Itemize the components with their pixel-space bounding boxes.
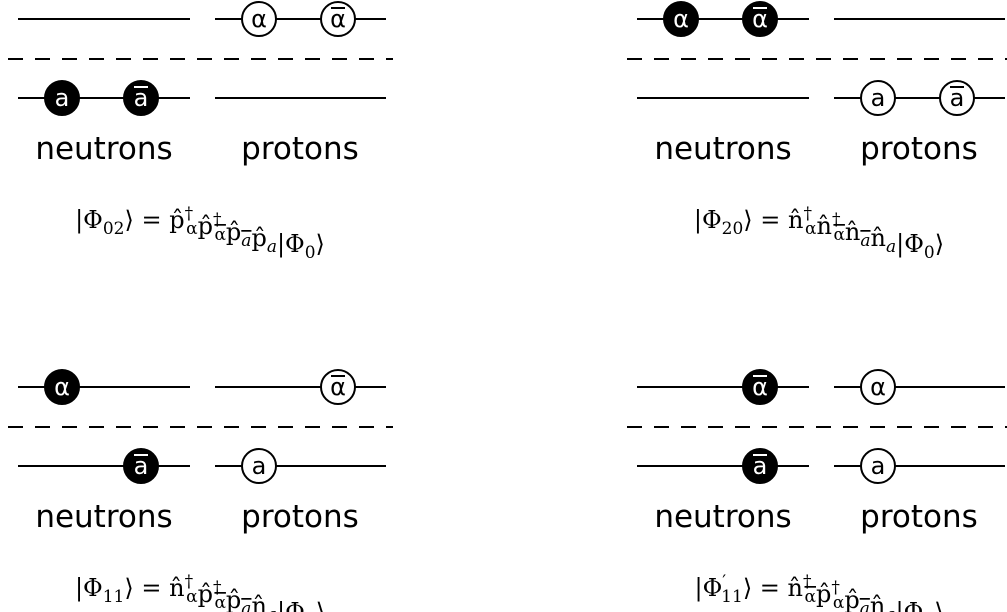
panel-phi11: α a α a neutrons protons |Φ11⟩ = n̂†αp̂†αp̂an̂… xyxy=(8,369,393,612)
neutron-upper-bar-particle-label: α xyxy=(752,373,768,401)
neutron-lower-particle-circle xyxy=(44,80,80,116)
neutrons-label: neutrons xyxy=(35,499,172,535)
panel-phi02: a a α α neutrons protons |Φ02⟩ = p̂†αp̂†αp̂ap̂… xyxy=(8,1,393,263)
neutrons-label: neutrons xyxy=(35,131,172,167)
proton-lower-particle-label: a xyxy=(252,452,267,480)
proton-lower-particle-circle xyxy=(241,448,277,484)
neutrons-label: neutrons xyxy=(654,499,791,535)
proton-upper-particle-label: α xyxy=(251,5,267,33)
proton-lower-bar-particle: a xyxy=(939,80,975,116)
proton-lower-particle-label: a xyxy=(871,84,886,112)
state-equation: |Φ′11⟩ = n̂†αp̂†αp̂an̂a|Φ0⟩ xyxy=(695,572,944,612)
protons-label: protons xyxy=(860,499,978,535)
protons-label: protons xyxy=(860,131,978,167)
proton-lower-bar-particle-circle xyxy=(939,80,975,116)
proton-upper-particle-circle xyxy=(860,369,896,405)
proton-lower-bar-particle-label: a xyxy=(950,84,965,112)
neutron-upper-particle-label: α xyxy=(673,5,689,33)
proton-upper-particle: α xyxy=(860,369,896,405)
neutron-lower-bar-particle-circle xyxy=(123,80,159,116)
protons-label: protons xyxy=(241,131,359,167)
neutron-upper-bar-particle: α xyxy=(742,1,778,37)
neutron-upper-bar-particle-circle xyxy=(742,1,778,37)
neutron-lower-bar-particle-circle xyxy=(742,448,778,484)
neutron-lower-bar-particle: a xyxy=(123,448,159,484)
proton-lower-particle: a xyxy=(860,448,896,484)
proton-upper-bar-particle-label: α xyxy=(330,373,346,401)
proton-upper-bar-particle: α xyxy=(320,1,356,37)
proton-upper-bar-particle-label: α xyxy=(330,5,346,33)
neutron-lower-bar-particle-circle xyxy=(123,448,159,484)
proton-lower-particle-label: a xyxy=(871,452,886,480)
proton-lower-particle: a xyxy=(860,80,896,116)
panel-phi11prime: α a α a neutrons protons |Φ′11⟩ = n̂†αp̂†αp̂an… xyxy=(627,369,1007,612)
proton-upper-particle: α xyxy=(241,1,277,37)
proton-lower-particle-circle xyxy=(860,448,896,484)
neutron-upper-particle: α xyxy=(44,369,80,405)
neutron-lower-bar-particle-label: a xyxy=(753,452,768,480)
proton-upper-bar-particle-circle xyxy=(320,369,356,405)
proton-lower-particle: a xyxy=(241,448,277,484)
neutron-lower-bar-particle: a xyxy=(742,448,778,484)
proton-upper-particle-circle xyxy=(241,1,277,37)
proton-upper-particle-label: α xyxy=(870,373,886,401)
state-equation: |Φ02⟩ = p̂†αp̂†αp̂ap̂a|Φ0⟩ xyxy=(75,204,325,263)
proton-upper-bar-particle: α xyxy=(320,369,356,405)
state-equation: |Φ11⟩ = n̂†αp̂†αp̂an̂a|Φ0⟩ xyxy=(75,572,325,612)
neutron-upper-particle-circle xyxy=(663,1,699,37)
neutron-lower-bar-particle: a xyxy=(123,80,159,116)
neutron-upper-particle: α xyxy=(663,1,699,37)
proton-upper-bar-particle-circle xyxy=(320,1,356,37)
neutron-upper-bar-particle: α xyxy=(742,369,778,405)
neutron-lower-bar-particle-label: a xyxy=(134,452,149,480)
neutron-upper-bar-particle-label: α xyxy=(752,5,768,33)
neutron-lower-bar-particle-label: a xyxy=(134,84,149,112)
neutrons-label: neutrons xyxy=(654,131,791,167)
panel-phi20: α α a a neutrons protons |Φ20⟩ = n̂†αn̂†αn̂an̂… xyxy=(627,1,1007,263)
state-equation: |Φ20⟩ = n̂†αn̂†αn̂an̂a|Φ0⟩ xyxy=(694,204,944,263)
neutron-upper-bar-particle-circle xyxy=(742,369,778,405)
protons-label: protons xyxy=(241,499,359,535)
neutron-lower-particle: a xyxy=(44,80,80,116)
neutron-upper-particle-circle xyxy=(44,369,80,405)
proton-lower-particle-circle xyxy=(860,80,896,116)
neutron-lower-particle-label: a xyxy=(55,84,70,112)
neutron-upper-particle-label: α xyxy=(54,373,70,401)
